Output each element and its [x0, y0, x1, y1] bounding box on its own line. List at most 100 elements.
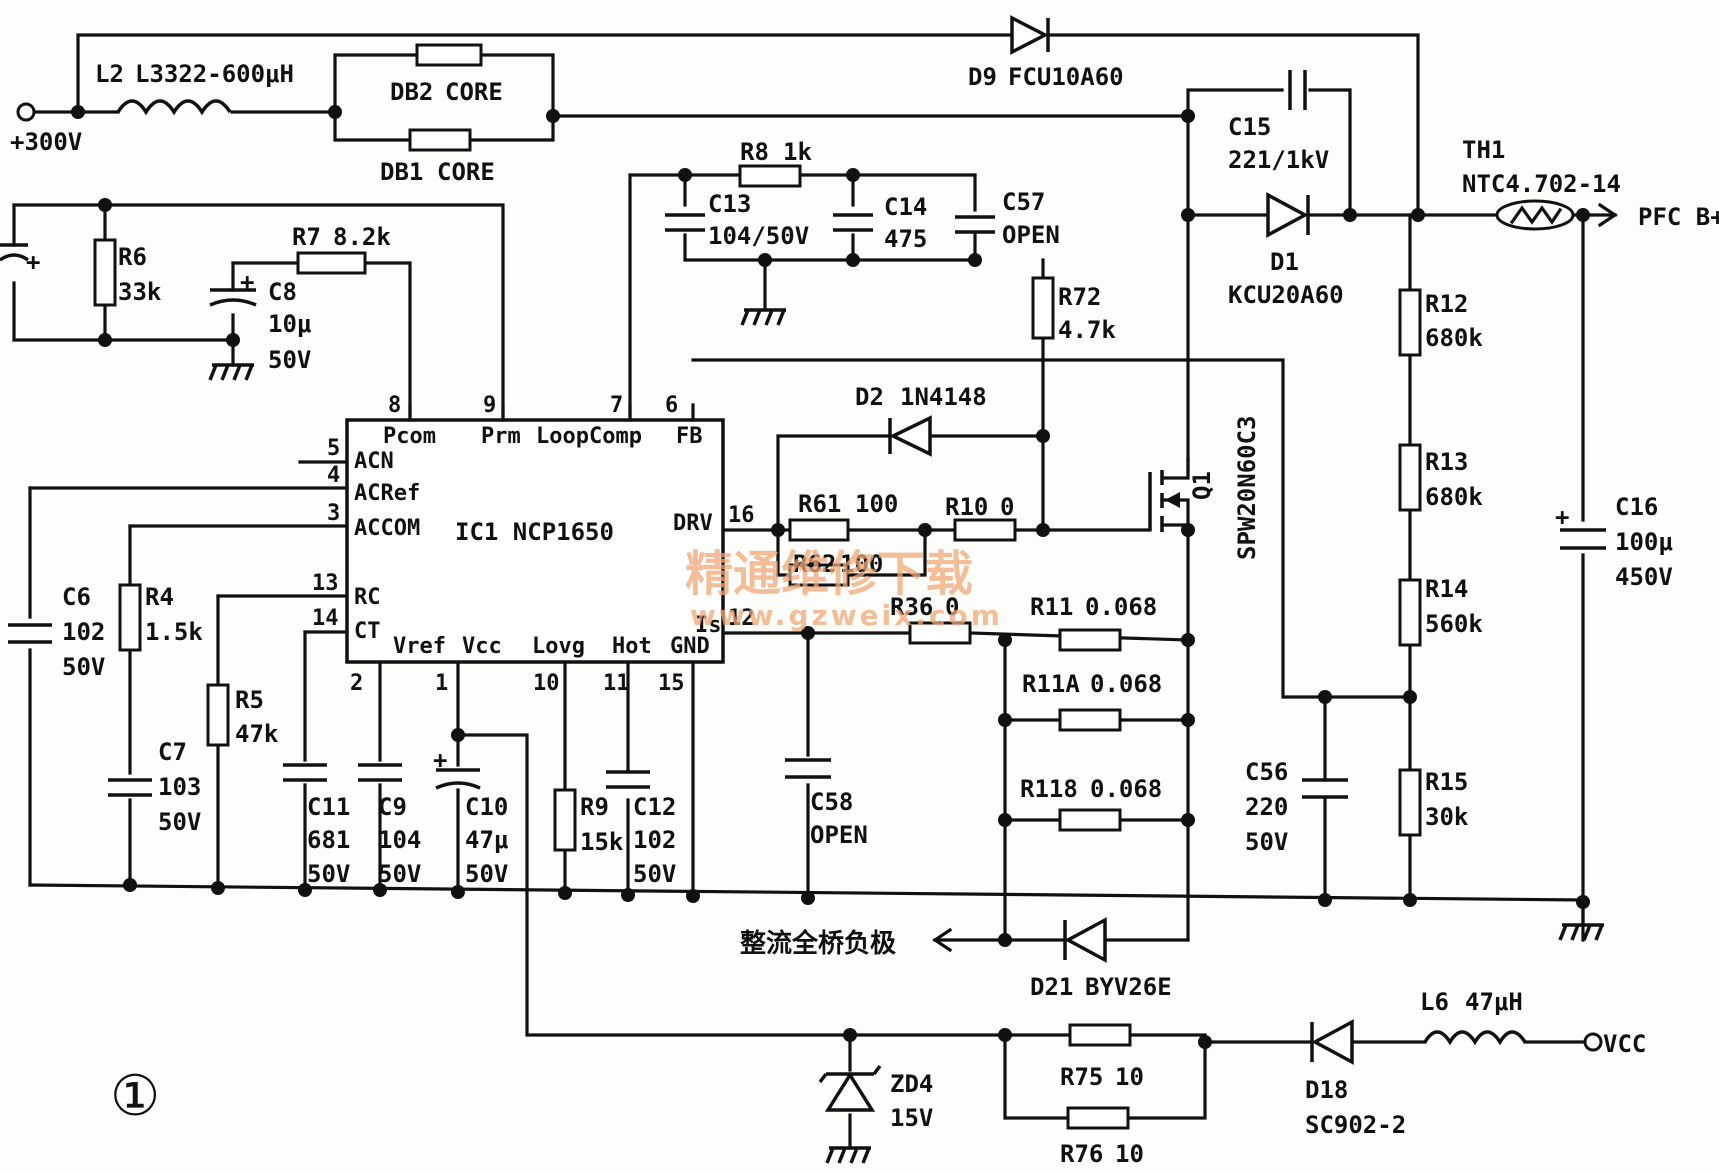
figure-number: ① — [110, 1064, 160, 1129]
svg-text:1k: 1k — [783, 138, 812, 166]
diode-d9: D9 FCU10A60 — [968, 15, 1124, 91]
svg-text:450V: 450V — [1615, 563, 1673, 591]
svg-text:15k: 15k — [580, 828, 624, 856]
svg-text:4: 4 — [327, 463, 340, 488]
bridge-negative-arrow: 整流全桥负极 — [740, 927, 953, 959]
svg-text:整流全桥负极: 整流全桥负极 — [740, 928, 897, 959]
svg-text:www.gzweix.com: www.gzweix.com — [690, 599, 1003, 632]
svg-text:CORE: CORE — [445, 78, 503, 106]
svg-text:L2: L2 — [95, 60, 124, 88]
capacitor-c6: C6 102 50V — [8, 583, 105, 681]
svg-text:Hot: Hot — [612, 634, 652, 659]
resistor-r12: R12 680k — [1398, 288, 1483, 357]
svg-text:2: 2 — [350, 671, 363, 696]
svg-text:100: 100 — [855, 490, 898, 518]
resistor-db2: DB2 CORE — [390, 43, 503, 106]
svg-text:C58: C58 — [810, 788, 853, 816]
capacitor-c57: C57 OPEN — [955, 188, 1060, 249]
input-terminal-vcc: VCC — [1583, 1030, 1646, 1058]
svg-text:FCU10A60: FCU10A60 — [1008, 63, 1124, 91]
capacitor-c11: C11 681 50V — [283, 763, 350, 888]
svg-text:+: + — [1555, 503, 1569, 531]
svg-text:VCC: VCC — [1603, 1030, 1646, 1058]
svg-text:R15: R15 — [1425, 768, 1468, 796]
svg-text:50V: 50V — [158, 808, 201, 836]
svg-text:R61: R61 — [798, 490, 841, 518]
svg-text:50V: 50V — [633, 860, 676, 888]
capacitor-c15: C15 221/1kV — [1228, 70, 1329, 174]
svg-text:221/1kV: 221/1kV — [1228, 146, 1329, 174]
svg-text:R13: R13 — [1425, 448, 1468, 476]
ground-zd4 — [825, 1146, 871, 1164]
svg-text:KCU20A60: KCU20A60 — [1228, 281, 1344, 309]
svg-text:15: 15 — [658, 671, 685, 696]
svg-text:+: + — [26, 248, 40, 276]
svg-text:C13: C13 — [708, 190, 751, 218]
resistor-r10: R10 0 — [945, 493, 1017, 542]
svg-text:C15: C15 — [1228, 113, 1271, 141]
resistor-r13: R13 680k — [1398, 443, 1483, 512]
svg-text:Is: Is — [695, 613, 722, 638]
svg-text:10: 10 — [1115, 1140, 1144, 1168]
svg-text:C14: C14 — [884, 193, 927, 221]
svg-text:47μH: 47μH — [1465, 988, 1523, 1016]
capacitor-c13: C13 104/50V — [665, 190, 809, 250]
thermistor-th1: TH1 NTC4.702-14 — [1462, 136, 1621, 231]
svg-text:14: 14 — [312, 606, 339, 631]
resistor-r9: R9 15k — [553, 788, 624, 856]
resistor-r75: R75 10 — [1060, 1023, 1144, 1091]
capacitor-c58: C58 OPEN — [785, 758, 868, 849]
diode-d2: D2 1N4148 — [855, 383, 987, 457]
svg-text:R36: R36 — [890, 593, 933, 621]
svg-text:100μ: 100μ — [1615, 528, 1673, 556]
svg-text:3: 3 — [327, 501, 340, 526]
resistor-r4: R4 1.5k — [118, 583, 203, 652]
svg-text:50V: 50V — [378, 860, 421, 888]
svg-text:13: 13 — [312, 571, 339, 596]
svg-text:30k: 30k — [1425, 803, 1469, 831]
svg-text:BYV26E: BYV26E — [1085, 973, 1172, 1001]
svg-text:Pcom: Pcom — [383, 424, 436, 449]
svg-text:47μ: 47μ — [465, 826, 508, 854]
svg-text:R14: R14 — [1425, 575, 1468, 603]
inductor-l2: L2 L3322-600μH — [95, 60, 294, 116]
capacitor-c16: + C16 100μ 450V — [1555, 493, 1673, 591]
svg-text:ZD4: ZD4 — [890, 1070, 933, 1098]
svg-text:D9: D9 — [968, 63, 997, 91]
resistor-r11a: R11A 0.068 — [1022, 670, 1162, 732]
svg-text:C8: C8 — [268, 278, 297, 306]
svg-text:33k: 33k — [118, 278, 162, 306]
svg-text:R11A: R11A — [1022, 670, 1080, 698]
resistor-r76: R76 10 — [1060, 1106, 1144, 1168]
svg-text:D1: D1 — [1270, 248, 1299, 276]
resistor-r118: R118 0.068 — [1020, 775, 1162, 832]
svg-text:220: 220 — [1245, 793, 1288, 821]
svg-text:104: 104 — [378, 826, 421, 854]
svg-text:L6: L6 — [1420, 988, 1449, 1016]
output-terminal-pfc-b: PFC B+ — [1597, 202, 1719, 231]
svg-text:680k: 680k — [1425, 483, 1483, 511]
capacitor-c12: C12 102 50V — [606, 770, 676, 888]
svg-text:5: 5 — [327, 436, 340, 461]
svg-text:CORE: CORE — [437, 158, 495, 186]
capacitor-c7: C7 103 50V — [108, 738, 201, 836]
svg-text:10: 10 — [1115, 1063, 1144, 1091]
svg-text:ACRef: ACRef — [354, 481, 420, 506]
capacitor-left-electrolytic: + — [0, 243, 40, 276]
resistor-r8: R8 1k — [738, 138, 812, 188]
svg-text:560k: 560k — [1425, 610, 1483, 638]
resistor-r11: R11 0.068 — [1030, 593, 1157, 652]
svg-text:SPW20N60C3: SPW20N60C3 — [1233, 416, 1261, 561]
svg-text:R6: R6 — [118, 243, 147, 271]
resistor-r61: R61 100 — [788, 490, 898, 542]
svg-text:R7: R7 — [292, 223, 321, 251]
svg-text:D18: D18 — [1305, 1076, 1348, 1104]
mosfet-q1: Q1 SPW20N60C3 — [1148, 416, 1261, 561]
svg-text:R8: R8 — [740, 138, 769, 166]
svg-text:IC1 NCP1650: IC1 NCP1650 — [455, 518, 614, 546]
svg-text:102: 102 — [62, 618, 105, 646]
svg-text:OPEN: OPEN — [1002, 221, 1060, 249]
svg-text:475: 475 — [884, 225, 927, 253]
svg-text:+: + — [240, 268, 254, 296]
svg-text:Vcc: Vcc — [462, 634, 502, 659]
